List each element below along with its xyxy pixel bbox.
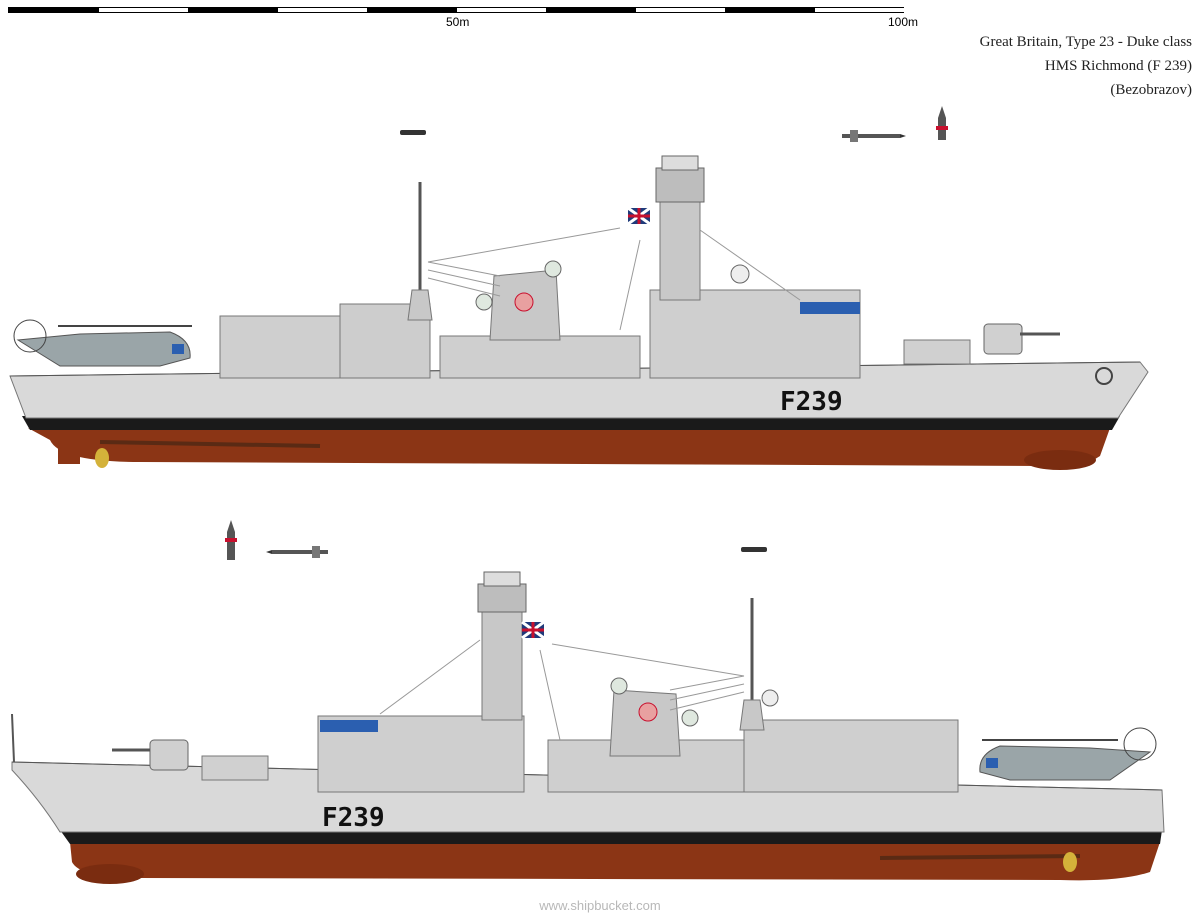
missile-icon-bottom [266, 546, 328, 558]
ensign-flag-icon [627, 206, 651, 226]
anchor-icon [1095, 367, 1113, 385]
bridge-windows [320, 720, 378, 732]
scale-label-end: 100m [888, 15, 919, 29]
scale-label-mid: 50m [446, 15, 470, 29]
main-mast [481, 607, 523, 721]
propeller-icon [95, 448, 109, 468]
sonar-buoy-icon-top [936, 106, 948, 140]
scale-bar [8, 7, 904, 13]
bridge-windows [800, 302, 860, 314]
mid-superstructure [439, 335, 641, 379]
caption-author: (Bezobrazov) [1110, 82, 1192, 98]
main-gun [983, 323, 1023, 355]
hull-number-top: F239 [780, 387, 843, 417]
main-gun [149, 739, 189, 771]
hull-underwater [70, 842, 1160, 881]
hull-number-bottom: F239 [322, 803, 385, 833]
torpedo-icon-top [400, 130, 426, 135]
ensign-flag-icon [521, 620, 545, 640]
hull-underwater [28, 428, 1110, 467]
footer-credit: www.shipbucket.com [539, 898, 661, 913]
sonar-buoy-icon-bottom [225, 520, 237, 560]
hull-main [11, 761, 1165, 833]
boot-top [60, 830, 1162, 844]
caption-class: Great Britain, Type 23 - Duke class [979, 34, 1192, 50]
helicopter-icon-bottom [979, 727, 1157, 781]
caption-ship-name: HMS Richmond (F 239) [1044, 58, 1192, 74]
missile-icon-top [842, 130, 906, 142]
funnel [609, 689, 681, 757]
main-mast [659, 199, 701, 301]
propeller-icon [1063, 852, 1077, 872]
helicopter-icon-top [13, 319, 192, 367]
torpedo-icon-bottom [741, 547, 767, 552]
aft-superstructure [743, 719, 959, 793]
boot-top [22, 416, 1120, 430]
